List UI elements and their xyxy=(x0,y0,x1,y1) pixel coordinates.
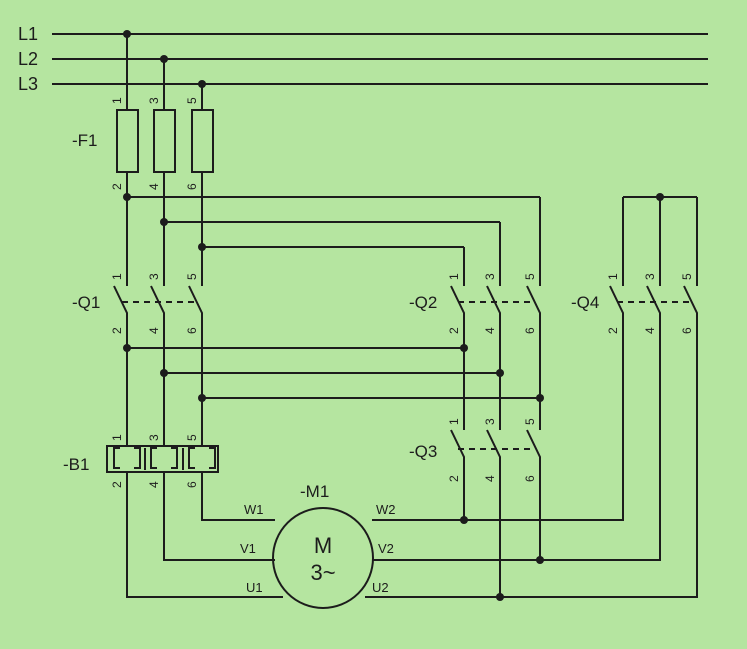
fuse-term-6: 6 xyxy=(185,183,199,190)
q2-term-6: 6 xyxy=(523,327,537,334)
relay-term-4: 4 xyxy=(147,481,161,488)
q4-term-3: 3 xyxy=(643,273,657,280)
q3-term-5: 5 xyxy=(523,418,537,425)
fuse-f1: -F1 1 3 5 2 4 6 xyxy=(72,34,214,270)
label-l3: L3 xyxy=(18,74,38,94)
terminal-w1: W1 xyxy=(244,502,264,517)
fuse-term-1: 1 xyxy=(110,97,124,104)
q2-tag: -Q2 xyxy=(409,293,437,312)
overload-relay-b1: -B1 1 3 5 2 4 6 xyxy=(63,434,219,488)
q3-term-4: 4 xyxy=(483,475,497,482)
contactor-q3: -Q3 1 3 5 2 4 6 xyxy=(409,418,541,490)
q4-term-4: 4 xyxy=(643,327,657,334)
contactor-q2: -Q2 1 3 5 2 4 6 xyxy=(409,270,541,340)
feed-wiring xyxy=(123,193,541,270)
relay-term-3: 3 xyxy=(147,434,161,441)
motor-phase: 3~ xyxy=(310,560,335,585)
relay-term-2: 2 xyxy=(110,481,124,488)
output-buses xyxy=(123,340,544,446)
q2-term-4: 4 xyxy=(483,327,497,334)
fuse-term-2: 2 xyxy=(110,183,124,190)
relay-tag: -B1 xyxy=(63,455,89,474)
fuse-element-3 xyxy=(191,109,214,173)
motor-wiring xyxy=(126,340,698,601)
fuse-element-2 xyxy=(153,109,176,173)
motor-m1: -M1 M 3~ W1 V1 U1 W2 V2 U2 xyxy=(240,482,396,609)
label-l2: L2 xyxy=(18,49,38,69)
fuse-term-4: 4 xyxy=(147,183,161,190)
terminal-v2: V2 xyxy=(378,541,394,556)
q1-term-5: 5 xyxy=(185,273,199,280)
q1-term-2: 2 xyxy=(110,327,124,334)
q4-term-2: 2 xyxy=(606,327,620,334)
q1-term-1: 1 xyxy=(110,273,124,280)
q2-term-2: 2 xyxy=(447,327,461,334)
contactor-q4: -Q4 1 3 5 2 4 6 xyxy=(571,193,698,340)
q3-term-3: 3 xyxy=(483,418,497,425)
q1-term-3: 3 xyxy=(147,273,161,280)
motor-circle xyxy=(272,507,374,609)
q1-term-4: 4 xyxy=(147,327,161,334)
q2-term-1: 1 xyxy=(447,273,461,280)
motor-tag: -M1 xyxy=(300,482,329,501)
q2-term-3: 3 xyxy=(483,273,497,280)
q3-term-6: 6 xyxy=(523,475,537,482)
supply-lines: L1 L2 L3 xyxy=(18,24,708,94)
q4-term-6: 6 xyxy=(680,327,694,334)
terminal-u1: U1 xyxy=(246,580,263,595)
q1-term-6: 6 xyxy=(185,327,199,334)
terminal-v1: V1 xyxy=(240,541,256,556)
q3-tag: -Q3 xyxy=(409,442,437,461)
fuse-term-5: 5 xyxy=(185,97,199,104)
q3-term-1: 1 xyxy=(447,418,461,425)
terminal-w2: W2 xyxy=(376,502,396,517)
q4-tag: -Q4 xyxy=(571,293,599,312)
q4-term-1: 1 xyxy=(606,273,620,280)
q2-term-5: 5 xyxy=(523,273,537,280)
terminal-u2: U2 xyxy=(372,580,389,595)
contactor-q1: -Q1 1 3 5 2 4 6 xyxy=(72,270,203,340)
motor-symbol: M xyxy=(314,533,332,558)
label-l1: L1 xyxy=(18,24,38,44)
supply-junctions xyxy=(123,30,206,88)
relay-term-1: 1 xyxy=(110,434,124,441)
q3-term-2: 2 xyxy=(447,475,461,482)
relay-term-5: 5 xyxy=(185,434,199,441)
relay-housing xyxy=(106,445,219,473)
fuse-element-1 xyxy=(116,109,139,173)
fuse-term-3: 3 xyxy=(147,97,161,104)
fuse-tag: -F1 xyxy=(72,131,98,150)
relay-term-6: 6 xyxy=(185,481,199,488)
q4-term-5: 5 xyxy=(680,273,694,280)
q1-tag: -Q1 xyxy=(72,293,100,312)
